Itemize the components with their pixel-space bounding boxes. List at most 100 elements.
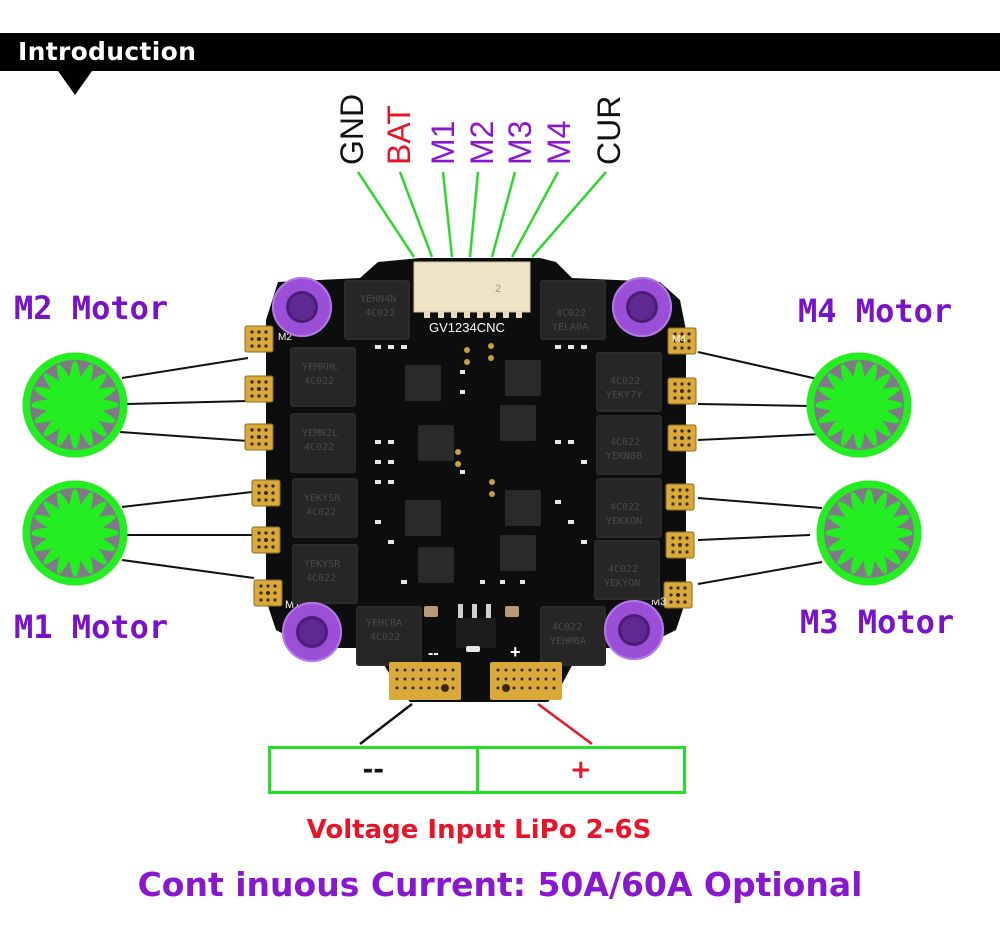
line-m4 [510, 171, 560, 258]
pad-m3-a [665, 483, 695, 511]
motor-wires [119, 351, 823, 585]
motor-m3-icon [816, 480, 922, 586]
motor-m2-icon [22, 352, 128, 458]
battery-lead-positive [537, 702, 593, 746]
svg-text:4C022: 4C022 [610, 376, 640, 387]
connector-mark: 2 [495, 283, 501, 295]
svg-text:4C022: 4C022 [610, 502, 640, 513]
power-pad-negative [389, 662, 461, 700]
mosfet-bottom-left: YEHCBA 4C022 [356, 606, 422, 666]
mosfet-left-3: YEKYSR 4C022 [292, 478, 358, 538]
mosfet-bottom-right: 4C022 YEHM6A [540, 606, 606, 666]
motor-m4-icon [806, 352, 912, 458]
mosfet-right-2: 4C022 YEKN8B [596, 415, 662, 475]
battery-terminal-box: -- + [268, 746, 686, 794]
mosfet-right-3: 4C022 YEKXON [596, 478, 662, 538]
voltage-spec: Voltage Input LiPo 2-6S [306, 815, 652, 845]
line-m3 [490, 171, 517, 258]
svg-text:YEKYSR: YEKYSR [304, 493, 341, 504]
driver-ic-7 [505, 490, 541, 526]
standoff-top-left [271, 276, 333, 338]
banner-pointer [58, 71, 92, 95]
mosfet-top-right: 4C022 YELA0A [540, 280, 606, 340]
svg-text:4C022: 4C022 [306, 507, 336, 518]
pcb-board [266, 258, 686, 702]
svg-text:4C022: 4C022 [304, 442, 334, 453]
jst-connector [413, 261, 531, 313]
svg-text:YELA0A: YELA0A [552, 322, 588, 333]
svg-text:YEMRHL: YEMRHL [302, 362, 338, 373]
svg-text:YEKYON: YEKYON [604, 578, 640, 589]
motor-label-m4: M4 Motor [798, 292, 953, 330]
battery-lead-negative [359, 703, 413, 745]
mosfet-left-1: YEMRHL 4C022 [290, 347, 356, 407]
battery-negative: -- [271, 749, 479, 791]
line-bat [398, 171, 434, 258]
mosfet-left-4: YEKYSR 4C022 [292, 544, 358, 604]
line-m2 [468, 171, 480, 258]
silk-m4: M4 [672, 334, 686, 345]
svg-text:YEKYSR: YEKYSR [304, 559, 341, 570]
line-gnd [356, 171, 416, 258]
driver-ic-1 [405, 365, 441, 401]
svg-text:4C022: 4C022 [304, 376, 334, 387]
pad-m2-b [244, 375, 274, 403]
pad-m2-a [244, 325, 274, 353]
power-pad-positive [490, 662, 562, 700]
svg-text:4C022: 4C022 [556, 308, 586, 319]
pad-m3-c [663, 581, 693, 609]
silkscreen-pins: GV1234CNC [429, 320, 505, 335]
svg-text:YEKXON: YEKXON [606, 516, 642, 527]
current-spec: Cont inuous Current: 50A/60A Optional [137, 865, 863, 904]
capacitor-2 [505, 606, 519, 617]
line-cur [531, 171, 607, 258]
pad-m2-c [244, 423, 274, 451]
pad-m1-c [253, 579, 283, 607]
pad-m4-b [667, 377, 697, 405]
pad-sign-positive: + [510, 642, 521, 662]
pad-m4-c [667, 424, 697, 452]
mosfet-top-left: YEHN4N 4C022 [344, 280, 410, 340]
svg-text:4C022: 4C022 [608, 564, 638, 575]
driver-ic-6 [500, 405, 536, 441]
standoff-bottom-left [281, 601, 343, 663]
driver-ic-8 [500, 535, 536, 571]
header-title: Introduction [18, 37, 197, 66]
battery-positive: + [569, 755, 592, 785]
svg-text:YEMN2L: YEMN2L [302, 428, 338, 439]
svg-text:YEHM6A: YEHM6A [550, 636, 586, 647]
svg-text:4C022: 4C022 [306, 573, 336, 584]
silk-m2: M2 [278, 332, 292, 343]
driver-ic-5 [505, 360, 541, 396]
mosfet-left-2: YEMN2L 4C022 [290, 413, 356, 473]
svg-text:YEKN8B: YEKN8B [606, 451, 642, 462]
driver-ic-2 [418, 425, 454, 461]
test-points [455, 343, 495, 497]
svg-text:YEHN4N: YEHN4N [360, 294, 396, 305]
pad-m3-b [665, 531, 695, 559]
connector-lines [356, 171, 607, 258]
svg-text:4C022: 4C022 [610, 437, 640, 448]
standoff-top-right [611, 276, 673, 338]
capacitor-1 [424, 606, 438, 617]
mosfet-right-4: 4C022 YEKYON [594, 540, 660, 600]
svg-text:4C022: 4C022 [552, 622, 582, 633]
mosfet-right-1: 4C022 YEKY7Y [596, 352, 662, 412]
driver-ic-4 [418, 547, 454, 583]
motor-label-m1: M1 Motor [14, 608, 169, 646]
svg-text:YEHCBA: YEHCBA [366, 618, 402, 629]
pad-m1-a [251, 479, 281, 507]
svg-text:YEKY7Y: YEKY7Y [606, 390, 642, 401]
pad-m1-b [251, 526, 281, 554]
smd-components [375, 345, 587, 584]
motor-m1-icon [22, 480, 128, 586]
standoff-bottom-right [603, 599, 665, 661]
svg-text:4C022: 4C022 [365, 308, 395, 319]
regulator [456, 618, 496, 648]
motor-label-m3: M3 Motor [800, 603, 955, 641]
pad-sign-negative: -- [428, 645, 439, 662]
line-m1 [441, 171, 454, 258]
driver-ic-3 [405, 500, 441, 536]
svg-text:4C022: 4C022 [370, 632, 400, 643]
